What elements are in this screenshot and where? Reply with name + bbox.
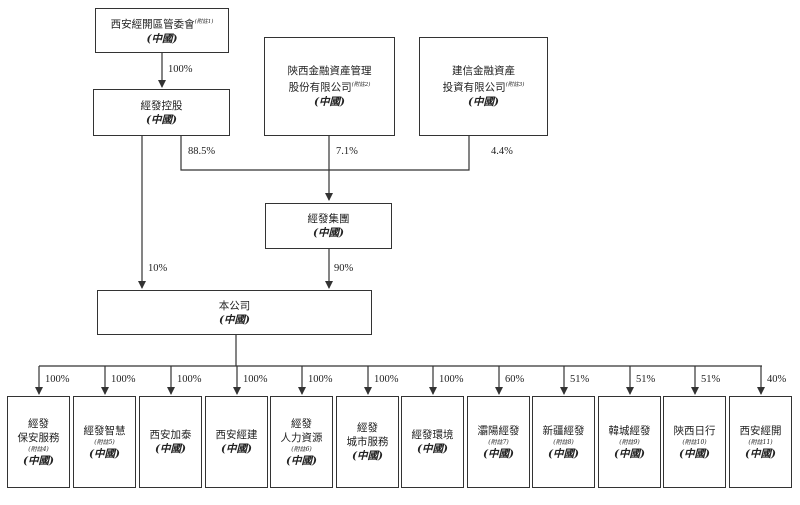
subsidiary-box: 經發 保安服務(附註4)(中國) <box>7 396 70 488</box>
pct-holding-group: 88.5% <box>188 146 216 157</box>
entity-name: 陝西金融資產管理 股份有限公司(附註2) <box>287 65 372 94</box>
subsidiary-location: (中國) <box>745 447 776 460</box>
pct-shaanxi-group: 7.1% <box>336 146 358 157</box>
subsidiary-location: (中國) <box>614 447 645 460</box>
entity-name: 西安經開區管委會(附註1) <box>110 18 214 31</box>
subsidiary-name: 經發環境 <box>411 429 454 441</box>
subsidiary-location: (中國) <box>23 454 54 467</box>
subsidiary-pct: 100% <box>374 374 399 385</box>
entity-ccb-finance: 建信金融資產 投資有限公司(附註3) (中國) <box>419 37 548 136</box>
subsidiary-note: (附註5) <box>94 438 115 446</box>
subsidiary-note: (附註11) <box>748 438 773 446</box>
subsidiary-name: 韓城經發 <box>608 424 651 437</box>
entity-location: (中國) <box>468 95 499 108</box>
subsidiary-pct: 100% <box>439 374 464 385</box>
subsidiary-box: 西安加泰 (中國) <box>139 396 202 488</box>
entity-shaanxi-finance: 陝西金融資產管理 股份有限公司(附註2) (中國) <box>264 37 395 136</box>
subsidiary-note: (附註10) <box>682 438 707 446</box>
subsidiary-note: (附註7) <box>488 438 509 446</box>
subsidiary-pct: 51% <box>570 374 590 385</box>
subsidiary-note: (附註6) <box>291 445 312 453</box>
subsidiary-pct: 100% <box>111 374 136 385</box>
subsidiary-note: (附註8) <box>553 438 574 446</box>
subsidiary-pct: 100% <box>45 374 70 385</box>
subsidiary-location: (中國) <box>679 447 710 460</box>
entity-name: 本公司 <box>218 299 251 312</box>
subsidiary-pct: 51% <box>636 374 656 385</box>
subsidiary-name: 西安經建 <box>215 429 258 441</box>
entity-jingfa-holding: 經發控股 (中國) <box>93 89 230 136</box>
subsidiary-pct: 100% <box>177 374 202 385</box>
subsidiary-box: 西安經開(附註11)(中國) <box>729 396 792 488</box>
subsidiary-box: 經發環境 (中國) <box>401 396 464 488</box>
subsidiary-box: 灞陽經發(附註7)(中國) <box>467 396 530 488</box>
subsidiary-name: 新疆經發 <box>542 424 585 437</box>
subsidiary-location: (中國) <box>89 447 120 460</box>
subsidiary-location: (中國) <box>483 447 514 460</box>
pct-committee-holding: 100% <box>168 64 193 75</box>
subsidiary-name: 經發 人力資源 <box>280 417 323 444</box>
subsidiary-location: (中國) <box>548 447 579 460</box>
subsidiary-pct: 40% <box>767 374 787 385</box>
subsidiary-location: (中國) <box>286 454 317 467</box>
entity-xian-committee: 西安經開區管委會(附註1) (中國) <box>95 8 229 53</box>
subsidiary-location: (中國) <box>352 450 383 462</box>
subsidiary-box: 經發 人力資源(附註6)(中國) <box>270 396 333 488</box>
subsidiary-box: 經發智慧(附註5)(中國) <box>73 396 136 488</box>
subsidiary-pct: 60% <box>505 374 525 385</box>
subsidiary-note: (附註4) <box>28 445 49 453</box>
subsidiary-name: 經發 城市服務 <box>346 422 389 448</box>
subsidiary-name: 灞陽經發 <box>477 424 520 437</box>
subsidiary-pct: 100% <box>243 374 268 385</box>
entity-location: (中國) <box>219 313 250 326</box>
entity-company: 本公司 (中國) <box>97 290 372 335</box>
subsidiary-location: (中國) <box>155 443 186 455</box>
pct-ccb-group: 4.4% <box>491 146 513 157</box>
subsidiary-location: (中國) <box>221 443 252 455</box>
entity-location: (中國) <box>146 113 177 126</box>
subsidiary-box: 西安經建 (中國) <box>205 396 268 488</box>
subsidiary-box: 陝西日行(附註10)(中國) <box>663 396 726 488</box>
pct-group-company: 90% <box>334 263 354 274</box>
entity-name: 經發集團 <box>307 213 350 225</box>
subsidiary-box: 韓城經發(附註9)(中國) <box>598 396 661 488</box>
subsidiary-location: (中國) <box>417 443 448 455</box>
subsidiary-name: 西安加泰 <box>149 429 192 441</box>
pct-holding-company: 10% <box>148 263 168 274</box>
entity-jingfa-group: 經發集團 (中國) <box>265 203 392 249</box>
entity-location: (中國) <box>314 95 345 108</box>
subsidiary-box: 經發 城市服務 (中國) <box>336 396 399 488</box>
subsidiary-pct: 51% <box>701 374 721 385</box>
subsidiary-pct: 100% <box>308 374 333 385</box>
entity-location: (中國) <box>313 227 344 239</box>
entity-name: 經發控股 <box>140 99 183 112</box>
subsidiary-name: 經發 保安服務 <box>17 417 60 444</box>
subsidiary-name: 經發智慧 <box>83 424 126 437</box>
subsidiary-box: 新疆經發(附註8)(中國) <box>532 396 595 488</box>
entity-location: (中國) <box>146 32 178 45</box>
subsidiary-note: (附註9) <box>619 438 640 446</box>
subsidiary-name: 陝西日行 <box>673 424 716 437</box>
entity-name: 建信金融資產 投資有限公司(附註3) <box>442 65 525 94</box>
subsidiary-name: 西安經開 <box>739 424 782 437</box>
